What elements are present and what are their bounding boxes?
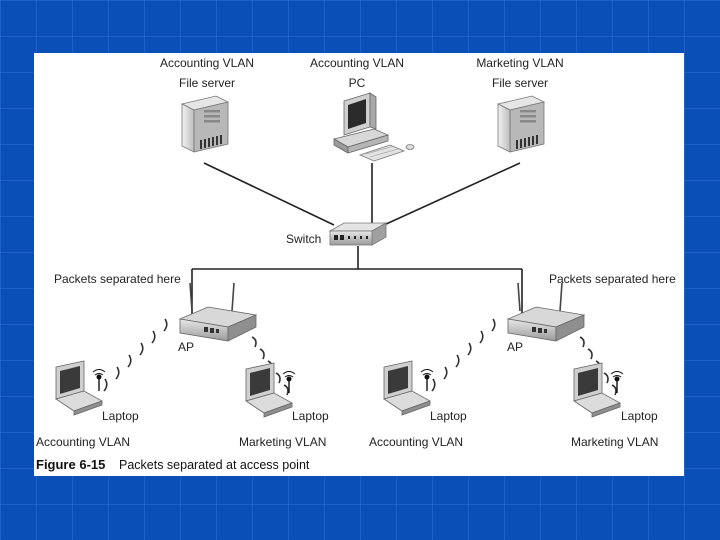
laptop-2-vlan-label: Marketing VLAN: [239, 435, 327, 449]
laptop-2-label: Laptop: [292, 409, 329, 423]
switch-label: Switch: [286, 232, 322, 246]
pc-icon: [332, 92, 415, 162]
figure-number: Figure 6-15: [36, 457, 106, 472]
network-diagram: Accounting VLAN File server Accounting V…: [34, 53, 684, 476]
link-server-left-switch: [203, 162, 335, 226]
laptop-3-label: Laptop: [430, 409, 467, 423]
laptop-3-vlan-label: Accounting VLAN: [369, 435, 464, 449]
access-point-icon: [506, 282, 586, 342]
server-right-vlan-label: Marketing VLAN: [476, 56, 564, 70]
connection-lines: [191, 162, 523, 315]
diagram-graphics: [55, 92, 624, 418]
access-point-icon: [178, 282, 258, 342]
laptop-icon: [383, 360, 434, 416]
switch-icon: [328, 222, 388, 246]
link-server-right-switch: [383, 162, 521, 226]
file-server-icon: [180, 95, 230, 153]
server-left-type-label: File server: [178, 76, 236, 90]
laptop-4-label: Laptop: [621, 409, 658, 423]
wireless-signal-icon: [103, 318, 617, 396]
ap-right-note: Packets separated here: [549, 272, 676, 286]
laptop-1-label: Laptop: [102, 409, 139, 423]
server-left-vlan-label: Accounting VLAN: [159, 56, 255, 70]
laptop-4-vlan-label: Marketing VLAN: [571, 435, 659, 449]
ap-left-note: Packets separated here: [54, 272, 181, 286]
ap-right-label: AP: [507, 340, 524, 354]
file-server-icon: [496, 95, 546, 153]
ap-left-label: AP: [178, 340, 195, 354]
server-right-type-label: File server: [491, 76, 549, 90]
laptop-icon: [245, 362, 296, 418]
pc-type-label: PC: [348, 76, 366, 90]
laptop-icon: [573, 362, 624, 418]
laptop-icon: [55, 360, 106, 416]
figure-caption: Packets separated at access point: [119, 458, 310, 472]
pc-vlan-label: Accounting VLAN: [309, 56, 405, 70]
laptop-1-vlan-label: Accounting VLAN: [36, 435, 131, 449]
